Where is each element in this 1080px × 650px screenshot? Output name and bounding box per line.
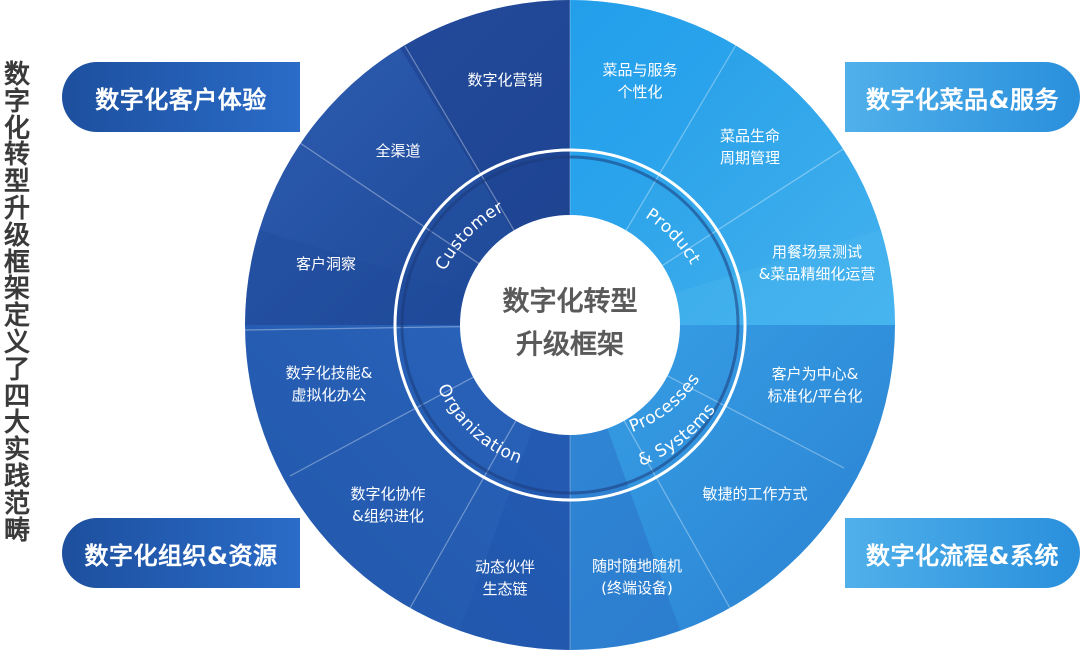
center-title-line1: 数字化转型 (502, 286, 638, 318)
badge-digital-product-service: 数字化菜品&服务 (845, 62, 1080, 132)
product-quadrant (570, 0, 895, 325)
segment-ecosystem: 动态伙伴 生态链 (474, 558, 535, 598)
center-disk (460, 215, 680, 435)
center-title-line2: 升级框架 (516, 329, 624, 361)
segment-lifecycle: 菜品生命 周期管理 (719, 127, 780, 167)
badge-digital-customer-experience: 数字化客户体验 (62, 62, 300, 132)
segment-customer-centric: 客户为中心& 标准化/平台化 (767, 365, 863, 405)
segment-digital-skills: 数字化技能& 虚拟化办公 (285, 364, 373, 404)
segment-collaboration: 数字化协作 &组织进化 (350, 485, 426, 525)
segment-anytime-anywhere: 随时随地随机 (终端设备) (591, 557, 682, 597)
middle-ring (393, 148, 747, 502)
inner-ring-outline (400, 155, 740, 495)
badge-digital-organization-resources: 数字化组织&资源 (62, 518, 300, 588)
segment-scenario-test: 用餐场景测试 &菜品精细化运营 (758, 243, 876, 283)
segment-agile-work: 敏捷的工作方式 (702, 485, 808, 503)
badge-digital-process-systems: 数字化流程&系统 (845, 518, 1080, 588)
segment-digital-marketing: 数字化营销 (467, 71, 543, 89)
segment-omni-channel: 全渠道 (375, 142, 421, 160)
segment-personalization: 菜品与服务 个性化 (602, 61, 678, 101)
organization-quadrant (245, 325, 570, 650)
side-title: 数字化转型升级框架定义了四大实践范畴 (3, 60, 30, 546)
segment-customer-insight: 客户洞察 (295, 255, 356, 273)
